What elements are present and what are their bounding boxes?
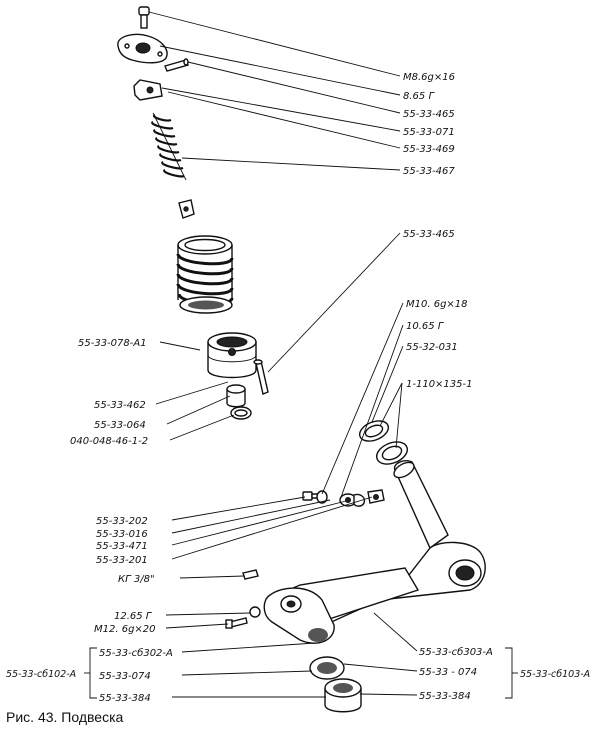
small-pin bbox=[164, 58, 189, 72]
bolt-m10-assembly bbox=[302, 489, 385, 507]
label-ring: 040-048-46-1-2 bbox=[70, 436, 148, 447]
bushing-074 bbox=[309, 656, 345, 680]
label-sb102: 55-33-сб102-А bbox=[6, 669, 76, 680]
label-part-016: 55-33-016 bbox=[96, 529, 148, 540]
label-part-469: 55-33-469 bbox=[403, 144, 455, 155]
label-part-384-right: 55-33-384 bbox=[419, 691, 471, 702]
label-part-031: 55-32-031 bbox=[406, 342, 458, 353]
label-m10-bolt: М10. 6g×18 bbox=[406, 299, 468, 310]
leader-lines bbox=[84, 11, 518, 699]
label-sb103: 55-33-сб103-А bbox=[520, 669, 590, 680]
label-part-202: 55-33-202 bbox=[96, 516, 148, 527]
main-coil-spring bbox=[176, 235, 234, 314]
left-labels: 55-33-078-А1 55-33-462 55-33-064 040-048… bbox=[6, 338, 173, 704]
small-spring bbox=[151, 112, 187, 181]
label-seal: 1-110×135-1 bbox=[406, 379, 473, 390]
label-part-074-right: 55-33 - 074 bbox=[419, 667, 477, 678]
label-sb303: 55-33-сб303-А bbox=[419, 646, 493, 658]
label-part-384-left: 55-33-384 bbox=[99, 693, 151, 704]
label-nut-8: 8.65 Г bbox=[403, 91, 435, 102]
bolt-m12-assembly bbox=[225, 606, 261, 629]
grease-fitting bbox=[242, 569, 259, 580]
clip bbox=[178, 199, 195, 219]
cap-064 bbox=[226, 384, 246, 408]
bushing-384 bbox=[324, 678, 362, 713]
label-m8-bolt: М8.6g×16 bbox=[403, 72, 455, 83]
parts-drawing bbox=[117, 6, 486, 713]
label-grease-fitting: КГ 3/8" bbox=[118, 574, 155, 585]
label-part-064: 55-33-064 bbox=[94, 420, 146, 431]
right-labels: М8.6g×16 8.65 Г 55-33-465 55-33-071 55-3… bbox=[403, 72, 590, 702]
label-nut-12: 12.65 Г bbox=[114, 611, 153, 622]
flange-plate bbox=[117, 33, 168, 64]
label-sb302: 55-33-сб302-А bbox=[99, 647, 173, 659]
label-m12-bolt: М12. 6g×20 bbox=[94, 624, 156, 635]
spring-cup bbox=[207, 332, 257, 379]
label-part-465: 55-33-465 bbox=[403, 229, 455, 240]
label-nut-10: 10.65 Г bbox=[406, 321, 445, 332]
label-part-467: 55-33-467 bbox=[403, 166, 455, 177]
figure-caption: Рис. 43. Подвеска bbox=[6, 709, 123, 725]
top-bolt bbox=[138, 6, 150, 29]
label-part-078: 55-33-078-А1 bbox=[78, 338, 147, 349]
bracket bbox=[133, 79, 163, 101]
label-part-462: 55-33-462 bbox=[94, 400, 146, 411]
pin-465 bbox=[253, 359, 269, 395]
suspension-arm bbox=[263, 460, 486, 644]
label-part-201: 55-33-201 bbox=[96, 555, 148, 566]
seals bbox=[358, 420, 409, 465]
label-part-071: 55-33-071 bbox=[403, 127, 455, 138]
o-ring bbox=[230, 406, 252, 420]
label-part-465-top: 55-33-465 bbox=[403, 109, 455, 120]
label-part-471: 55-33-471 bbox=[96, 541, 148, 552]
label-part-074-left: 55-33-074 bbox=[99, 671, 151, 682]
